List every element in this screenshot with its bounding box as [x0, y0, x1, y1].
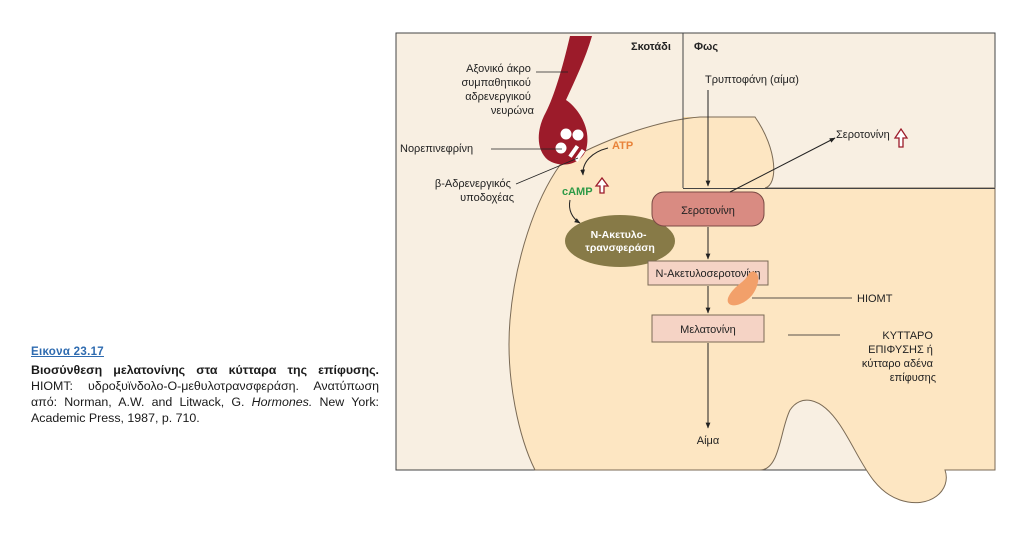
serotonin-box: [651, 191, 765, 227]
panel-border-right: [683, 188, 995, 189]
vesicle: [560, 128, 572, 140]
serotonin-out-arrow: [729, 137, 836, 193]
nat-enzyme: [565, 215, 675, 267]
light-heading: Φως: [694, 41, 718, 53]
hiomt-label: HIOMT: [857, 293, 893, 305]
figure-caption: Εικονα 23.17 Βιοσύνθεση μελατονίνης στα …: [31, 346, 379, 426]
atp-label: ATP: [612, 140, 633, 152]
camp-up-arrow-icon: [594, 176, 610, 194]
tryptophan-label: Τρυπτοφάνη (αίμα): [705, 74, 799, 86]
camp-to-nat-arrow: [569, 199, 581, 224]
beta-receptor-icon: [568, 144, 580, 158]
beta-leader: [515, 157, 579, 185]
melatonin-label: Μελατονίνη: [680, 324, 736, 336]
vesicle: [572, 129, 584, 141]
blood-label: Αίμα: [697, 435, 720, 447]
vesicle: [555, 142, 567, 154]
serotonin-up-arrow-icon: [893, 127, 909, 148]
camp-label: cAMP: [562, 186, 593, 198]
atp-to-camp-arrow: [580, 147, 609, 176]
figure-label: Εικονα 23.17: [31, 346, 104, 358]
cell-label: ΚΥΤΤΑΡΟ ΕΠΙΦΥΣΗΣ ή κύτταρο αδένα επίφυση…: [862, 330, 936, 384]
serotonin-out-label: Σεροτονίνη: [836, 129, 890, 141]
caption-text: Βιοσύνθεση μελατονίνης στα κύτταρα της ε…: [31, 362, 379, 426]
acetylserotonin-label: N-Ακετυλοσεροτονίνη: [656, 268, 761, 280]
nat-enzyme-label: N-Ακετυλο- τρανσφεράση: [585, 229, 655, 254]
serotonin-box-label: Σεροτονίνη: [681, 205, 735, 217]
caption-body-1: HIOMT: υδροξυϊνδολο-O-μεθυλοτρανσφεράση.…: [31, 379, 379, 409]
caption-body-2: New York: Academic Press, 1987, p. 710.: [31, 395, 379, 425]
pineal-cell: [508, 116, 996, 504]
hiomt-enzyme: [727, 271, 759, 306]
dark-heading: Σκοτάδι: [631, 41, 671, 53]
beta-receptor-label: β-Αδρενεργικός υποδοχέας: [435, 178, 514, 204]
melatonin-box: [651, 314, 765, 343]
caption-journal: Hormones.: [251, 395, 313, 409]
caption-title: Βιοσύνθεση μελατονίνης στα κύτταρα της ε…: [31, 363, 379, 377]
axon-label: Αξονικό άκρο συμπαθητικού αδρενεργικού ν…: [461, 63, 534, 117]
norepinephrine-label: Νορεπινεφρίνη: [400, 143, 473, 155]
